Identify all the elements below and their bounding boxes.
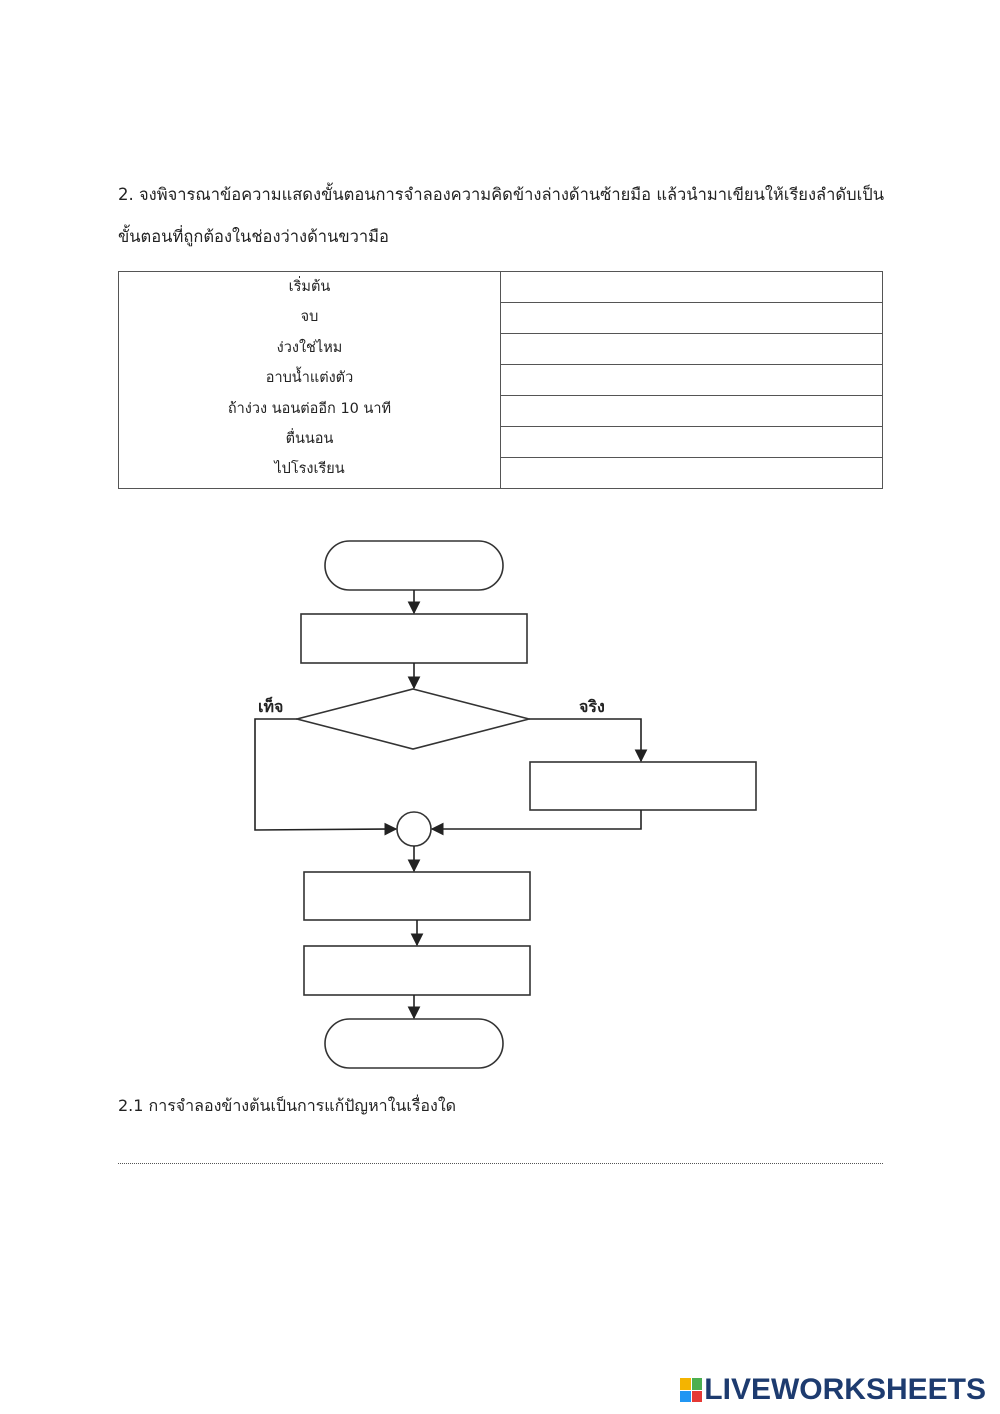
true-label: จริง <box>579 697 605 716</box>
sub-question: 2.1 การจำลองข้างต้นเป็นการแก้ปัญหาในเรื่… <box>118 1096 457 1115</box>
step-item: จบ <box>300 309 319 326</box>
steps-column: เริ่มต้น จบ ง่วงใช่ไหม อาบน้ำแต่งตัว ถ้า… <box>118 271 501 489</box>
step-item: ถ้าง่วง นอนต่ออีก 10 นาที <box>227 400 392 417</box>
answer-box-6[interactable] <box>500 426 883 458</box>
liveworksheets-logo: LIVEWORKSHEETS <box>680 1373 986 1406</box>
logo-icon <box>680 1378 703 1402</box>
process-box-3[interactable] <box>303 945 531 996</box>
process-box-true[interactable] <box>529 761 757 811</box>
step-item: ไปโรงเรียน <box>274 461 345 478</box>
arrow-true-merge <box>430 810 642 836</box>
answer-dotted-line[interactable] <box>118 1163 883 1164</box>
arrow-false-branch <box>254 718 398 836</box>
end-terminator[interactable] <box>324 1018 504 1069</box>
step-item: เริ่มต้น <box>288 279 331 295</box>
connector-circle <box>396 811 432 847</box>
false-label: เท็จ <box>258 695 283 716</box>
answer-box-5[interactable] <box>500 395 883 427</box>
step-item: ง่วงใช่ไหม <box>276 339 343 356</box>
step-item: อาบน้ำแต่งตัว <box>265 370 354 387</box>
logo-text: LIVEWORKSHEETS <box>704 1373 986 1406</box>
question-line-2: ขั้นตอนที่ถูกต้องในช่องว่างด้านขวามือ <box>118 227 389 246</box>
step-item: ตื่นนอน <box>285 430 334 447</box>
answer-box-7[interactable] <box>500 457 883 489</box>
arrow-true-branch <box>529 718 648 763</box>
start-terminator[interactable] <box>324 540 504 591</box>
question-line-1: 2. จงพิจารณาข้อความแสดงขั้นตอนการจำลองคว… <box>118 185 884 204</box>
process-box-1[interactable] <box>300 613 528 664</box>
matching-table: เริ่มต้น จบ ง่วงใช่ไหม อาบน้ำแต่งตัว ถ้า… <box>118 271 883 489</box>
process-box-2[interactable] <box>303 871 531 921</box>
decision-diamond[interactable] <box>293 688 533 750</box>
